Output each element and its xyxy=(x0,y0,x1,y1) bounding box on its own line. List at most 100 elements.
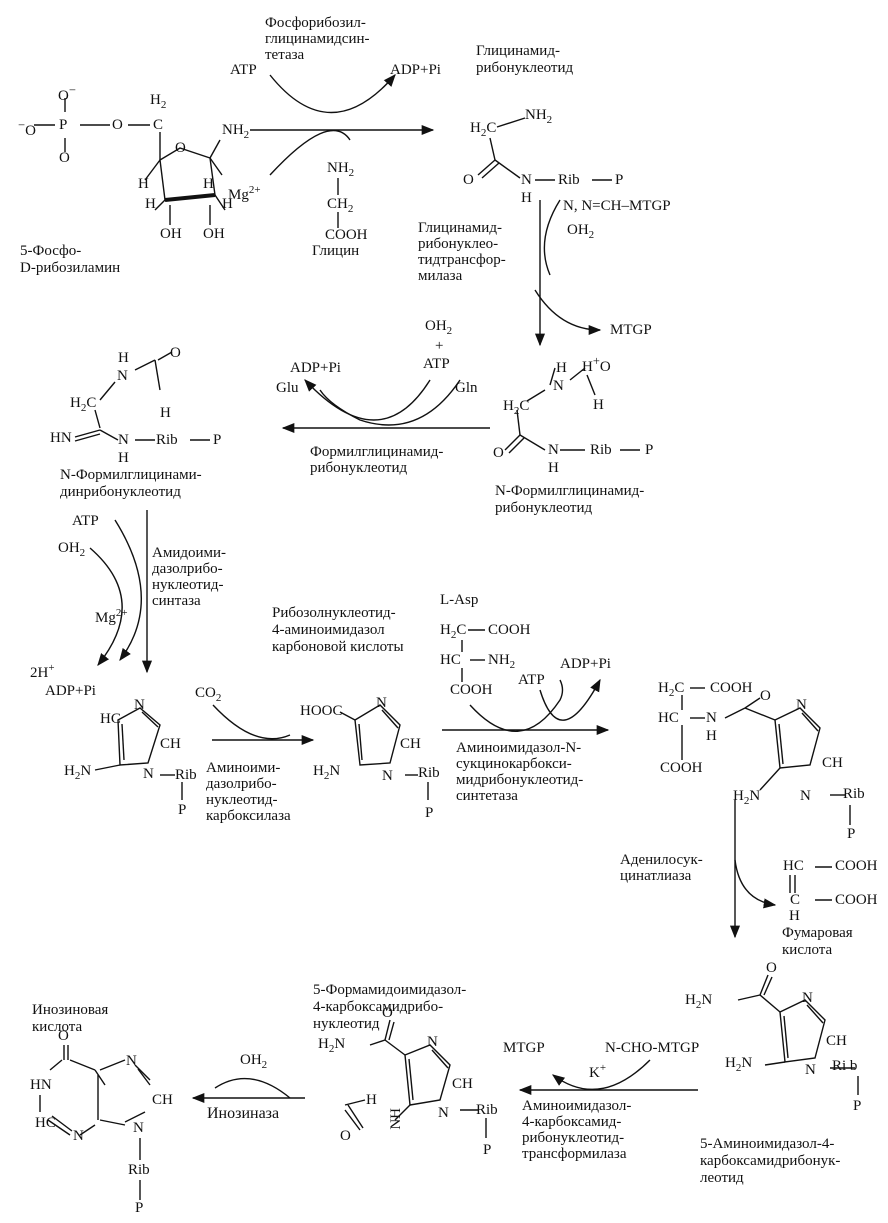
oh2-1: OH2 xyxy=(567,222,595,241)
plus-1: + xyxy=(435,338,444,354)
atom-gly-nh2: NH2 xyxy=(327,160,355,179)
atom-saicar-ch: CH xyxy=(822,755,843,771)
step2-in-curve xyxy=(543,199,561,276)
atom-faicar-o2: O xyxy=(340,1128,351,1144)
cair-structure xyxy=(339,704,429,800)
atom-asp-h2c: H2C xyxy=(440,622,467,641)
gar-structure xyxy=(477,117,612,181)
atom-o-ring: O xyxy=(175,140,186,156)
fgar-structure xyxy=(504,367,640,454)
atom-fgam-hn: HN xyxy=(50,430,72,446)
atom-faicar-h: H xyxy=(366,1092,377,1108)
atom-aicar-n-top: N xyxy=(802,990,813,1006)
atom-aicar-h2n-amide: H2N xyxy=(685,992,713,1011)
caption-cair: Рибозолнуклеотид- 4-аминоимидазол карбон… xyxy=(272,605,404,655)
atom-fum-cooh-2: COOH xyxy=(835,892,878,908)
atom-imp-ch: CH xyxy=(152,1092,173,1108)
oh2-2: OH2 xyxy=(425,318,453,337)
atom-fgam-p: P xyxy=(213,432,222,448)
atom-faicar-h2n: H2N xyxy=(318,1036,346,1055)
atom-gar-n: N xyxy=(521,172,532,188)
atom-o-bridge: O xyxy=(112,117,123,133)
caption-gar: Глицинамид- рибонуклеотид xyxy=(476,43,574,76)
atom-saicar-n: N xyxy=(706,710,717,726)
atom-fgar-h-top: H xyxy=(556,360,567,376)
h-plus: 2H+ xyxy=(30,662,55,681)
atom-fgam-h-top: H xyxy=(118,350,129,366)
atom-air-p: P xyxy=(178,802,187,818)
atom-saicar-n-top: N xyxy=(796,697,807,713)
atom-fgam-rib: Rib xyxy=(156,432,178,448)
atom-aicar-rib: Ri b xyxy=(832,1058,858,1074)
caption-faicar: 5-Формамидоимидазол- 4-карбоксамидрибо- … xyxy=(313,982,467,1032)
atom-cair-p: P xyxy=(425,805,434,821)
atom-saicar-cooh-1: COOH xyxy=(710,680,753,696)
atom-saicar-p: P xyxy=(847,826,856,842)
step3-gln-curve xyxy=(319,379,461,426)
atom-air-n-top: N xyxy=(134,697,145,713)
atom-saicar-cooh-2: COOH xyxy=(660,760,703,776)
enzyme-7: Аденилосук- цинатлиаза xyxy=(620,852,703,884)
air-structure xyxy=(94,707,183,800)
ribosylamine-structure xyxy=(34,98,226,225)
enzyme-4: Амидоими- дазолрибо- нуклеотид- синтаза xyxy=(152,545,227,609)
atom-h-3: H xyxy=(145,196,156,212)
atom-gar-h2c: H2C xyxy=(470,120,497,139)
mtgp-out-2: MTGP xyxy=(503,1040,545,1056)
enzyme-8: Аминоимидазол- 4-карбоксамид- рибонуклео… xyxy=(522,1098,632,1162)
atom-aicar-o: O xyxy=(766,960,777,976)
atom-gly-ch2: CH2 xyxy=(327,196,354,215)
step9-oh2-curve xyxy=(214,1077,291,1099)
enzyme-1: Фосфорибозил- глицинамидсин- тетаза xyxy=(265,15,370,63)
atom-gar-rib: Rib xyxy=(558,172,580,188)
n-cho-mtgp: N-CHO-MTGP xyxy=(605,1040,700,1056)
atom-asp-hc: HC xyxy=(440,652,461,668)
atom-gar-p: P xyxy=(615,172,624,188)
atom-aicar-ch: CH xyxy=(826,1033,847,1049)
atom-imp-n-top: N xyxy=(126,1053,137,1069)
enzyme-9: Инозиназа xyxy=(207,1105,280,1122)
mtgp-in: N, N=CH–MTGP xyxy=(563,198,671,214)
atom-cair-n: N xyxy=(382,768,393,784)
step2-out-curve xyxy=(534,289,602,336)
gln: Gln xyxy=(455,380,478,396)
atom-o-bottom: O xyxy=(59,150,70,166)
step4-oh2-curve xyxy=(89,547,123,666)
atom-nh2-rib: NH2 xyxy=(222,122,250,141)
step8-curve xyxy=(551,1059,651,1090)
caption-fgar: N-Формилглицинамид- рибонуклеотид xyxy=(495,483,645,516)
adp-pi-1: ADP+Pi xyxy=(390,62,441,78)
atom-c-ch2: C xyxy=(153,117,164,133)
enzyme-3: Формилглицинамид- рибонуклеотид xyxy=(310,444,444,476)
atom-imp-p: P xyxy=(135,1200,144,1216)
atom-faicar-n-top: N xyxy=(427,1034,438,1050)
atp-3: ATP xyxy=(72,513,99,529)
enzyme-6: Аминоимидазол-N- сукцинокарбокси- мидриб… xyxy=(456,740,584,804)
atom-saicar-rib: Rib xyxy=(843,786,865,802)
atom-faicar-p: P xyxy=(483,1142,492,1158)
atom-imp-rib: Rib xyxy=(128,1162,150,1178)
caption-ribosylamine: 5-Фосфо- D-рибозиламин xyxy=(20,243,121,276)
aicar-structure xyxy=(737,974,859,1095)
atom-fgam-h-right: H xyxy=(160,405,171,421)
caption-fgam: N-Формилглицинами- динрибонуклеотид xyxy=(60,467,202,500)
atom-p-phosphate: P xyxy=(59,117,68,133)
atom-imp-n-bottom: N xyxy=(133,1120,144,1136)
atom-asp-nh2: NH2 xyxy=(488,652,516,671)
oh2-3: OH2 xyxy=(58,540,86,559)
atom-asp-cooh-2: COOH xyxy=(450,682,493,698)
k-plus: K+ xyxy=(589,1062,607,1081)
step1-atp-curve xyxy=(269,74,396,114)
caption-aicar: 5-Аминоимидазол-4- карбоксамидрибонук- л… xyxy=(700,1136,841,1186)
atom-fgam-h2c: H2C xyxy=(70,395,97,414)
atom-saicar-n-ring: N xyxy=(800,788,811,804)
atom-fgar-n: N xyxy=(548,442,559,458)
atom-fum-hc: HC xyxy=(783,858,804,874)
atom-imp-o: O xyxy=(58,1028,69,1044)
atom-aicar-h2n: H2N xyxy=(725,1055,753,1074)
imp-structure xyxy=(39,1045,151,1200)
atom-air-ch: CH xyxy=(160,736,181,752)
atom-aicar-n: N xyxy=(805,1062,816,1078)
